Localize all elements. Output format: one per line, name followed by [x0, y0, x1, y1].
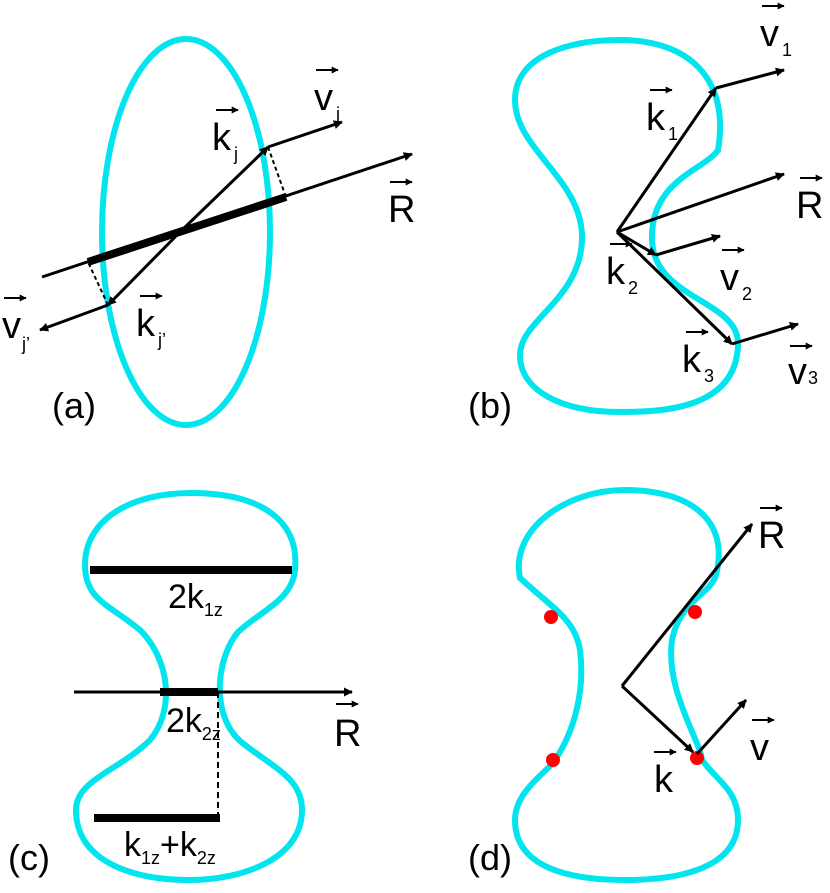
v-jprime-vector — [39, 303, 109, 332]
label-v-2: v 2 — [720, 246, 752, 304]
panel-label-c: (c) — [8, 837, 50, 878]
panel-c: 2k1z 2k2z k1z+k2z R (c) — [8, 489, 361, 884]
label-k-jprime-letter: k — [136, 303, 156, 345]
label-k-j-letter: k — [212, 117, 232, 159]
panel-a: v j k j R v j’ k j’ (a) — [2, 36, 415, 428]
label-R: R — [796, 185, 823, 227]
panel-label-a: (a) — [52, 385, 96, 426]
label-v-3-letter: v — [788, 351, 807, 393]
dogbone-fermi-surface — [511, 36, 742, 416]
label-v-jprime-sub: j’ — [21, 334, 30, 354]
label-k-jprime: k j’ — [136, 292, 166, 350]
label-k-3-letter: k — [682, 339, 702, 381]
label-v-j: v j — [314, 66, 340, 124]
panel-d: R v k (d) — [468, 486, 785, 884]
hot-spot-marker — [544, 610, 558, 624]
label-k1z-plus-k2z: k1z+k2z — [124, 826, 216, 868]
label-v-jprime-letter: v — [2, 305, 21, 347]
label-k-j: k j — [212, 106, 239, 164]
label-k-1-sub: 1 — [668, 124, 678, 144]
label-v-j-letter: v — [314, 77, 333, 119]
v-2-vector — [655, 233, 721, 257]
k-3-vector — [615, 230, 734, 346]
label-R-c: R — [334, 700, 361, 755]
label-v-1-sub: 1 — [782, 40, 792, 60]
hot-spot-marker — [690, 751, 704, 765]
hot-spot-marker — [546, 753, 560, 767]
panel-label-b: (b) — [468, 385, 512, 426]
label-v-2-letter: v — [720, 257, 739, 299]
k-1-vector — [615, 87, 718, 233]
k-j-vector — [179, 145, 270, 233]
label-v-3-sub: 3 — [808, 368, 818, 388]
label-k-2: k 2 — [606, 240, 638, 298]
label-k-2-letter: k — [606, 251, 626, 293]
k-vector-d — [620, 684, 695, 754]
label-R: R — [388, 189, 415, 231]
label-k-2-sub: 2 — [628, 278, 638, 298]
v-3-vector — [731, 322, 799, 346]
R-vector-d — [620, 523, 754, 687]
dashed-guide-right — [267, 146, 287, 198]
label-k: k — [654, 759, 674, 801]
label-2k-2z: 2k2z — [166, 702, 221, 744]
label-v: v — [750, 727, 769, 769]
dogbone-fermi-surface — [511, 486, 742, 884]
label-v-1-letter: v — [760, 13, 779, 55]
dashed-guide-left — [87, 261, 109, 306]
v-vector-d — [695, 698, 748, 756]
label-v-3: v 3 — [788, 342, 818, 393]
label-k-j-sub: j — [233, 144, 238, 164]
label-R: R — [758, 515, 785, 557]
label-v-jprime: v j’ — [2, 294, 30, 354]
label-k-jprime-sub: j’ — [157, 330, 166, 350]
label-k-d: k — [654, 748, 677, 801]
label-R-d: R — [758, 504, 785, 557]
label-2k-1z: 2k1z — [168, 578, 223, 620]
v-1-vector — [715, 67, 785, 90]
label-k-1-letter: k — [646, 97, 666, 139]
ellipsoidal-fermi-surface — [99, 36, 273, 428]
hot-spot-marker — [688, 605, 702, 619]
k-jprime-vector — [106, 229, 183, 307]
label-k-3: k 3 — [682, 328, 714, 386]
label-k-1: k 1 — [646, 86, 678, 144]
panel-label-d: (d) — [468, 837, 512, 878]
label-R-a: R — [388, 178, 415, 231]
v-j-vector — [267, 120, 343, 149]
label-R: R — [334, 713, 361, 755]
R-vector-b — [616, 172, 785, 234]
label-k-3-sub: 3 — [704, 366, 714, 386]
panel-b: v 1 k 1 R k 2 v 2 k 3 v 3 — [468, 2, 823, 426]
dogbone-fermi-surface — [72, 489, 306, 884]
label-v-1: v 1 — [760, 2, 792, 60]
label-v-j-sub: j — [335, 104, 340, 124]
label-v-2-sub: 2 — [742, 284, 752, 304]
label-R-b: R — [796, 174, 823, 227]
k-2-vector — [616, 230, 657, 257]
label-v-d: v — [750, 716, 775, 769]
caliper-chord — [86, 193, 288, 266]
